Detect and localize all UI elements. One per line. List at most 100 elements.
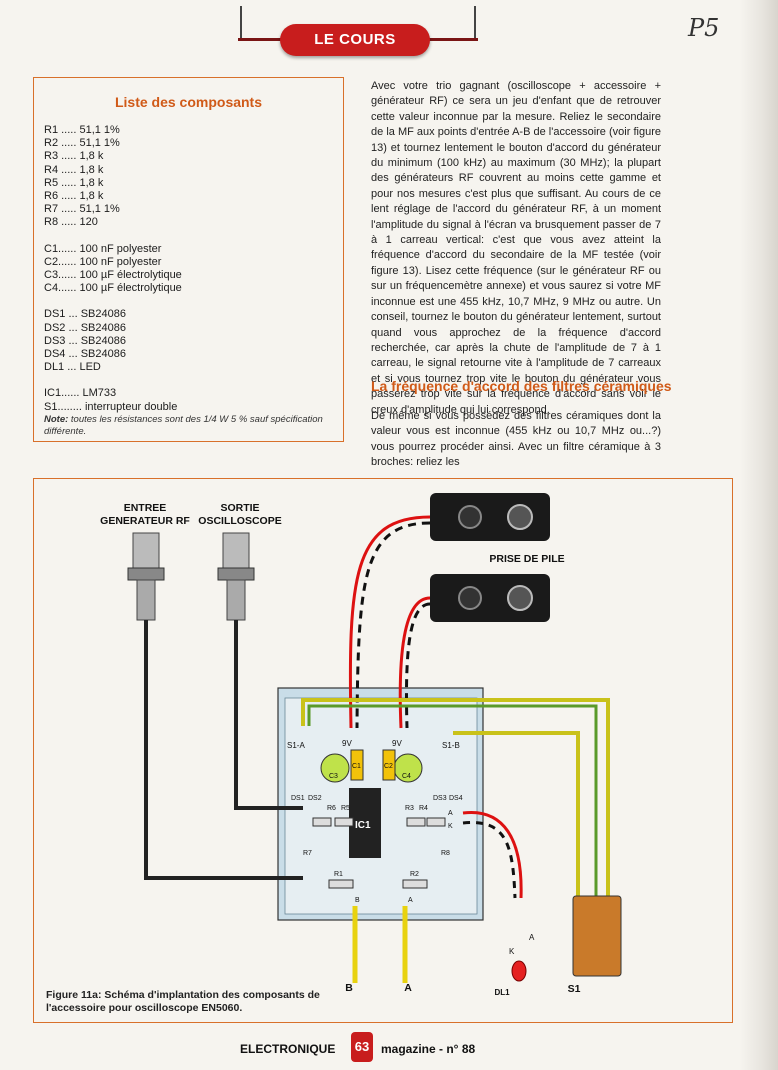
component-row: R2 ..... 51,1 1% bbox=[44, 137, 182, 150]
component-value: 1,8 k bbox=[79, 150, 104, 163]
component-value: SB24086 bbox=[80, 348, 126, 361]
component-value: 120 bbox=[79, 216, 98, 229]
component-row: R7 ..... 51,1 1% bbox=[44, 203, 182, 216]
component-value: SB24086 bbox=[80, 334, 126, 347]
component-ref: R6 ..... bbox=[44, 190, 77, 203]
label-c1: C1 bbox=[352, 763, 361, 770]
component-value: 100 µF électrolytique bbox=[79, 269, 182, 282]
bnc-input bbox=[127, 532, 165, 621]
label-pad-k: K bbox=[448, 823, 453, 830]
footer-left: ELECTRONIQUE bbox=[240, 1042, 336, 1056]
article-paragraph-2: De même si vous possédez des filtres cér… bbox=[371, 410, 661, 469]
component-value: 51,1 1% bbox=[79, 203, 120, 216]
note-text: toutes les résistances sont des 1/4 W 5 … bbox=[44, 414, 323, 437]
label-r1: R1 bbox=[334, 871, 343, 878]
label-r4: R4 bbox=[419, 805, 428, 812]
component-value: SB24086 bbox=[80, 321, 126, 334]
ic1-chip bbox=[349, 788, 381, 858]
label-r7: R7 bbox=[303, 850, 312, 857]
wiring-diagram: S1-A S1-B IC1 9V 9V DS1 DS2 DS3 DS4 R6 R… bbox=[127, 493, 622, 983]
section-label: LE COURS bbox=[314, 31, 396, 48]
figure-caption: Figure 11a: Schéma d'implantation des co… bbox=[46, 989, 320, 1014]
label-c4: C4 bbox=[402, 773, 411, 780]
component-row: C2...... 100 nF polyester bbox=[44, 256, 182, 269]
footer-right: magazine - n° 88 bbox=[381, 1042, 476, 1056]
component-ref: R5 ..... bbox=[44, 176, 77, 189]
resistor-r1 bbox=[328, 879, 354, 889]
component-ref: C1...... bbox=[44, 242, 77, 255]
label-r5: R5 bbox=[341, 805, 350, 812]
resistor-r2 bbox=[402, 879, 428, 889]
section-heading: La fréquence d'accord des filtres cérami… bbox=[371, 378, 672, 394]
component-value: 100 nF polyester bbox=[79, 255, 162, 268]
label-led-a: A bbox=[529, 933, 535, 942]
components-list: R1 ..... 51,1 1%R2 ..... 51,1 1%R3 .....… bbox=[44, 124, 182, 414]
figure-frame bbox=[33, 478, 733, 1023]
component-row: R5 ..... 1,8 k bbox=[44, 177, 182, 190]
header-bracket-left bbox=[240, 6, 242, 40]
led-dl1 bbox=[511, 960, 527, 982]
component-value: 1,8 k bbox=[79, 176, 104, 189]
label-ic1: IC1 bbox=[355, 820, 371, 831]
component-value: SB24086 bbox=[80, 308, 126, 321]
label-ds4: DS4 bbox=[449, 795, 463, 802]
label-c2: C2 bbox=[384, 763, 393, 770]
component-ref: S1........ bbox=[44, 400, 82, 413]
label-pwr2: 9V bbox=[392, 739, 402, 748]
component-row: DS1 ... SB24086 bbox=[44, 308, 182, 321]
component-row: DS3 ... SB24086 bbox=[44, 335, 182, 348]
resistor-r5 bbox=[334, 817, 354, 827]
label-led-k: K bbox=[509, 947, 515, 956]
label-c3: C3 bbox=[329, 773, 338, 780]
battery-clip-1 bbox=[430, 493, 550, 541]
component-ref: C2...... bbox=[44, 255, 77, 268]
component-value: LED bbox=[79, 361, 101, 374]
label-s1a: S1-A bbox=[287, 741, 305, 750]
label-dl1: DL1 bbox=[494, 988, 510, 997]
label-output-oscilloscope: SORTIE OSCILLOSCOPE bbox=[198, 502, 282, 527]
components-title: Liste des composants bbox=[114, 94, 263, 110]
label-s1: S1 bbox=[567, 983, 581, 995]
switch-s1 bbox=[572, 895, 622, 977]
label-input-generator: ENTREE GENERATEUR RF bbox=[100, 502, 190, 527]
capacitor-c2 bbox=[382, 749, 396, 781]
component-ref: R4 ..... bbox=[44, 163, 77, 176]
note-label: Note: bbox=[44, 414, 69, 425]
component-ref: C4...... bbox=[44, 282, 77, 295]
label-lead-a: A bbox=[404, 982, 412, 994]
component-row: C4...... 100 µF électrolytique bbox=[44, 282, 182, 295]
component-ref: DS1 ... bbox=[44, 308, 78, 321]
component-ref: R1 ..... bbox=[44, 124, 77, 136]
capacitor-c3 bbox=[320, 753, 350, 783]
component-row: R1 ..... 51,1 1% bbox=[44, 124, 182, 137]
label-pad-b: B bbox=[355, 897, 360, 904]
article-paragraph: Avec votre trio gagnant (oscilloscope + … bbox=[371, 80, 661, 416]
component-ref: DL1 ... bbox=[44, 361, 77, 374]
component-value: 1,8 k bbox=[79, 163, 104, 176]
capacitor-c1 bbox=[350, 749, 364, 781]
label-pad-a2: A bbox=[408, 897, 413, 904]
footer-page-number: 63 bbox=[351, 1032, 373, 1062]
label-pwr1: 9V bbox=[342, 739, 352, 748]
resistor-r4 bbox=[426, 817, 446, 827]
label-s1b: S1-B bbox=[442, 741, 460, 750]
label-r6: R6 bbox=[327, 805, 336, 812]
component-ref: DS3 ... bbox=[44, 334, 78, 347]
component-ref: R7 ..... bbox=[44, 203, 77, 216]
section-banner: LE COURS bbox=[280, 24, 430, 56]
component-value: LM733 bbox=[82, 387, 117, 400]
component-row: R4 ..... 1,8 k bbox=[44, 164, 182, 177]
component-row: C3...... 100 µF électrolytique bbox=[44, 269, 182, 282]
component-ref: R8 ..... bbox=[44, 216, 77, 229]
label-ds3: DS3 bbox=[433, 795, 447, 802]
component-value: interrupteur double bbox=[84, 400, 178, 413]
label-ds1: DS1 bbox=[291, 795, 305, 802]
page-gutter-shadow bbox=[740, 0, 778, 1070]
label-lead-b: B bbox=[345, 982, 353, 994]
label-r8: R8 bbox=[441, 850, 450, 857]
resistor-r6 bbox=[312, 817, 332, 827]
label-r3: R3 bbox=[405, 805, 414, 812]
battery-clip-2 bbox=[430, 574, 550, 622]
